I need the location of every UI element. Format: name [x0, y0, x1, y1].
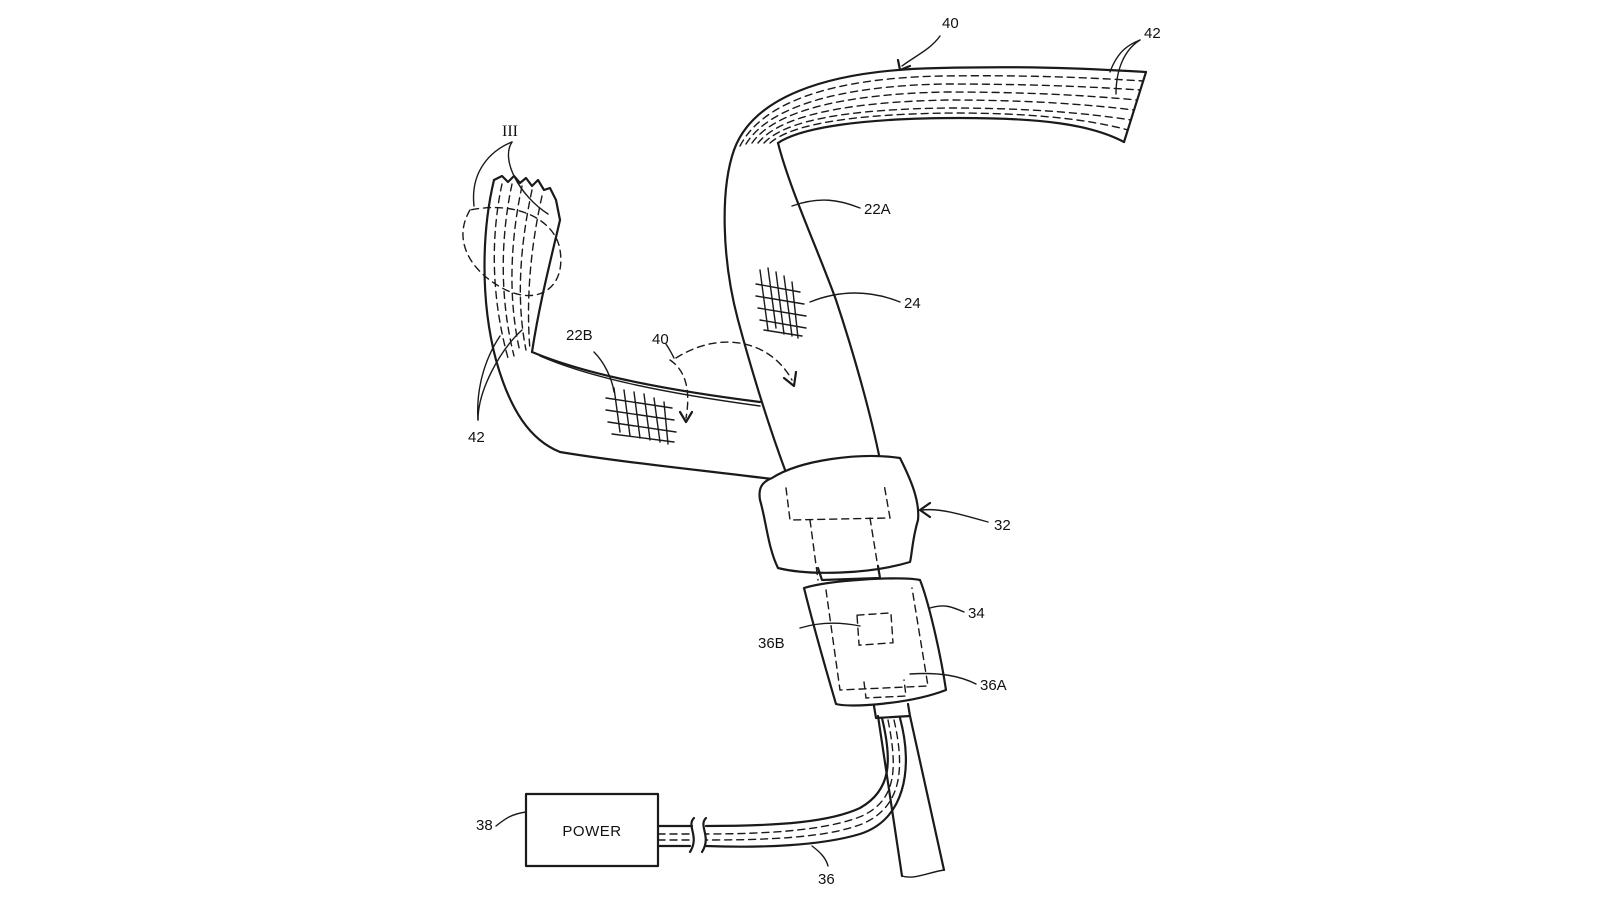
label-42-top: 42 [1144, 25, 1161, 42]
label-22b: 22B [566, 327, 593, 344]
label-section-iii: III [502, 123, 518, 140]
arrows-40 [670, 342, 796, 422]
mesh-22b [606, 388, 676, 444]
label-36a: 36A [980, 677, 1007, 694]
connector-32 [760, 456, 919, 580]
power-box: POWER [526, 794, 658, 866]
label-24: 24 [904, 295, 921, 312]
mesh-24 [756, 268, 806, 338]
strap-22a [725, 67, 1146, 478]
reference-labels: 40 42 22A 24 22B 40 42 III 32 34 36B 36A… [468, 15, 1161, 888]
label-36: 36 [818, 871, 835, 888]
label-42-left: 42 [468, 429, 485, 446]
label-38: 38 [476, 817, 493, 834]
support-rod [878, 716, 944, 877]
strap-22b [463, 176, 780, 480]
connector-34 [804, 578, 946, 718]
label-22a: 22A [864, 201, 891, 218]
label-32: 32 [994, 517, 1011, 534]
label-40-top: 40 [942, 15, 959, 32]
label-36b: 36B [758, 635, 785, 652]
leader-lines [474, 36, 1140, 866]
cable-36 [658, 718, 906, 852]
label-40-mid: 40 [652, 331, 669, 348]
label-34: 34 [968, 605, 985, 622]
power-box-label: POWER [562, 823, 621, 840]
